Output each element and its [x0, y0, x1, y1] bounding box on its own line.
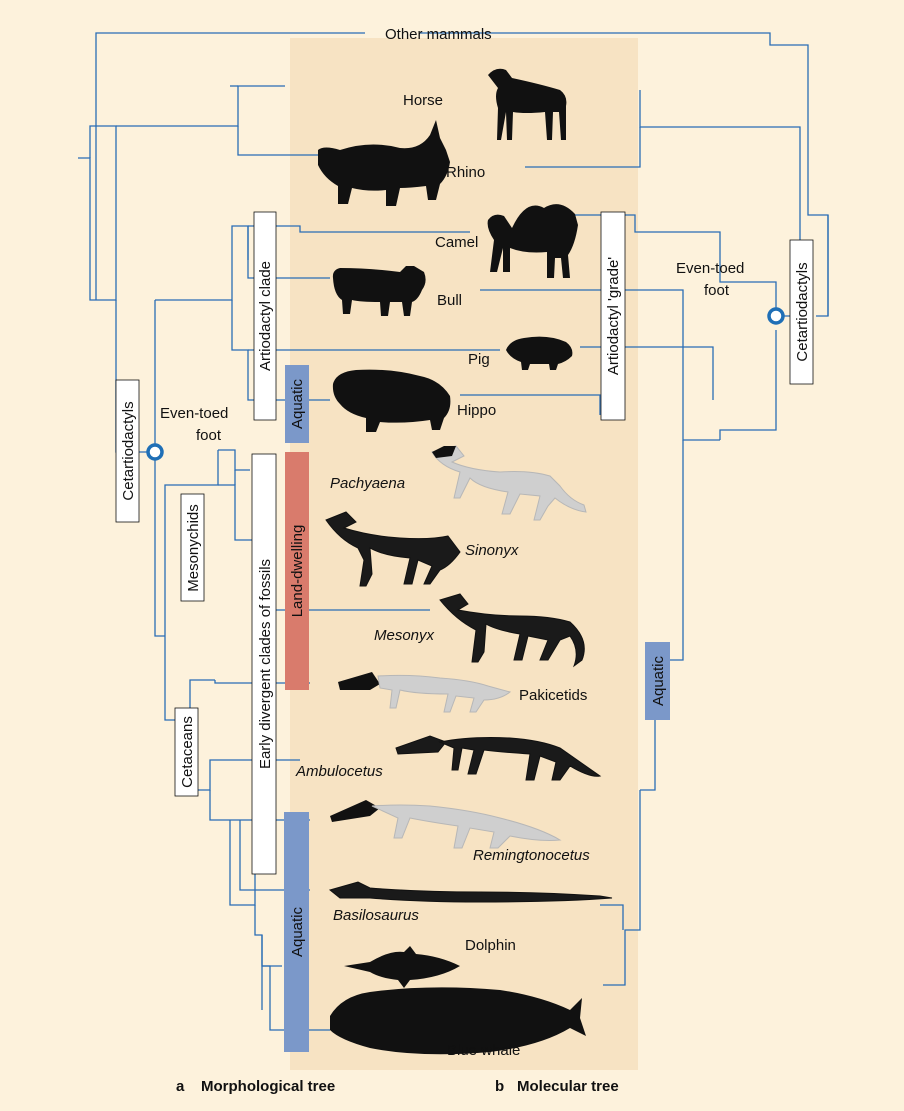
horse-label: Horse	[403, 92, 443, 109]
mesonychids-box: Mesonychids	[181, 494, 204, 601]
ambulocetus-label: Ambulocetus	[295, 763, 383, 780]
caption-b-letter: b	[495, 1078, 504, 1095]
cetartiodactyls-right-label: Cetartiodactyls	[794, 262, 811, 361]
pakicetids-label: Pakicetids	[519, 687, 587, 704]
artiodactyl-clade-box: Artiodactyl clade	[254, 212, 276, 420]
rhino-label: Rhino	[446, 164, 485, 181]
even-toed-left-line1: Even-toed	[160, 405, 228, 422]
even-toed-node-left	[148, 445, 162, 459]
cetartiodactyls-left-box: Cetartiodactyls	[116, 380, 139, 522]
cetartiodactyls-right-box: Cetartiodactyls	[790, 240, 813, 384]
mesonyx-label: Mesonyx	[374, 627, 435, 644]
cetaceans-box: Cetaceans	[175, 708, 198, 796]
aquatic-right-label: Aquatic	[650, 655, 667, 706]
aquatic-whales-label: Aquatic	[289, 906, 306, 957]
even-toed-left-line2: foot	[196, 427, 222, 444]
remingtonocetus-label: Remingtonocetus	[473, 847, 590, 864]
bull-label: Bull	[437, 292, 462, 309]
hippo-label: Hippo	[457, 402, 496, 419]
cetaceans-label: Cetaceans	[179, 716, 196, 788]
blue-whale-label: Blue whale	[447, 1042, 520, 1059]
artiodactyl-grade-label: Artiodactyl 'grade'	[605, 257, 622, 375]
sinonyx-label: Sinonyx	[465, 542, 519, 559]
aquatic-whales-box: Aquatic	[284, 812, 309, 1052]
land-dwelling-box: Land-dwelling	[285, 452, 309, 690]
even-toed-right-line1: Even-toed	[676, 260, 744, 277]
caption-b-text: Molecular tree	[517, 1078, 619, 1095]
even-toed-right-line2: foot	[704, 282, 730, 299]
land-dwelling-label: Land-dwelling	[289, 525, 306, 618]
dolphin-label: Dolphin	[465, 937, 516, 954]
even-toed-node-right	[769, 309, 783, 323]
mesonychids-label: Mesonychids	[185, 504, 202, 592]
camel-label: Camel	[435, 234, 478, 251]
aquatic-hippo-label: Aquatic	[289, 378, 306, 429]
aquatic-hippo-box: Aquatic	[285, 365, 309, 443]
early-divergent-label: Early divergent clades of fossils	[257, 559, 274, 769]
pig-label: Pig	[468, 351, 490, 368]
basilosaurus-label: Basilosaurus	[333, 907, 419, 924]
artiodactyl-grade-box: Artiodactyl 'grade'	[601, 212, 625, 420]
artiodactyl-clade-label: Artiodactyl clade	[257, 261, 274, 371]
caption-a-text: Morphological tree	[201, 1078, 335, 1095]
caption-a-letter: a	[176, 1078, 185, 1095]
early-divergent-box: Early divergent clades of fossils	[252, 454, 276, 874]
other-mammals-label: Other mammals	[385, 26, 492, 43]
pachyaena-label: Pachyaena	[330, 475, 405, 492]
cetartiodactyls-left-label: Cetartiodactyls	[120, 401, 137, 500]
aquatic-right-box: Aquatic	[645, 642, 670, 720]
